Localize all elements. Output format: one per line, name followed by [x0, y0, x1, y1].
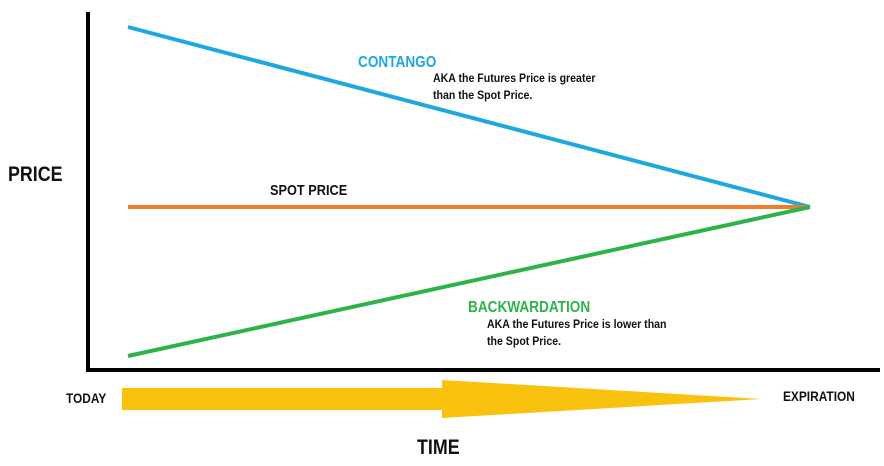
today-label: TODAY	[66, 390, 107, 406]
contango-line	[127, 25, 811, 209]
x-axis-label: TIME	[417, 436, 460, 459]
backwardation-note-line2: the Spot Price.	[487, 336, 562, 348]
backwardation-line	[127, 205, 811, 358]
spot-price-title: SPOT PRICE	[270, 182, 348, 199]
backwardation-note-line1: AKA the Futures Price is lower than	[487, 319, 667, 331]
contango-note-line2: than the Spot Price.	[433, 90, 533, 102]
contango-note: AKA the Futures Price is greater than the…	[433, 71, 595, 105]
backwardation-title: BACKWARDATION	[468, 299, 591, 316]
time-arrow	[122, 380, 762, 418]
y-axis-label: PRICE	[8, 163, 63, 186]
expiration-label: EXPIRATION	[783, 388, 855, 404]
contango-note-line1: AKA the Futures Price is greater	[433, 73, 596, 85]
contango-title: CONTANGO	[358, 54, 437, 71]
backwardation-note: AKA the Futures Price is lower than the S…	[487, 317, 667, 351]
